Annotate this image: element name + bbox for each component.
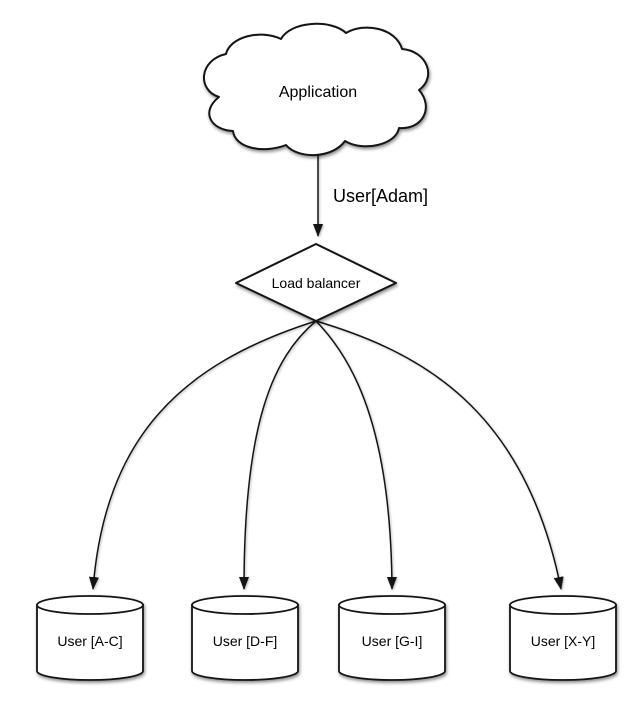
application-label: Application xyxy=(279,84,357,101)
edge-load-balancer-to-shard-3 xyxy=(315,320,397,590)
cloud-shape xyxy=(202,22,430,157)
load-balancer-label: Load balancer xyxy=(272,275,361,291)
cylinder-body xyxy=(191,604,299,681)
cylinder-body xyxy=(338,604,446,681)
shard-node-1: User [A-C] xyxy=(36,595,144,681)
shard-label-4: User [X-Y] xyxy=(531,633,596,649)
cylinder-top xyxy=(509,595,617,615)
load-balancer-node: Load balancer xyxy=(235,243,397,322)
cylinder-top xyxy=(36,595,144,615)
cylinder-body xyxy=(36,604,144,681)
edge-load-balancer-to-shard-4 xyxy=(315,320,564,590)
shard-node-2: User [D-F] xyxy=(191,595,299,681)
shard-node-4: User [X-Y] xyxy=(509,595,617,681)
application-node: Application xyxy=(202,22,430,157)
diamond-shape xyxy=(235,243,397,322)
shard-label-3: User [G-I] xyxy=(362,633,423,649)
edge-load-balancer-to-shard-2 xyxy=(239,320,317,590)
shard-node-3: User [G-I] xyxy=(338,595,446,681)
shard-label-1: User [A-C] xyxy=(57,633,122,649)
cylinder-top xyxy=(338,595,446,615)
cylinder-body xyxy=(509,604,617,681)
edge-load-balancer-to-shard-1 xyxy=(88,320,317,590)
edges-group xyxy=(88,153,564,590)
shard-label-2: User [D-F] xyxy=(213,633,278,649)
cylinder-top xyxy=(191,595,299,615)
edge-label-user-adam: User[Adam] xyxy=(333,186,428,206)
